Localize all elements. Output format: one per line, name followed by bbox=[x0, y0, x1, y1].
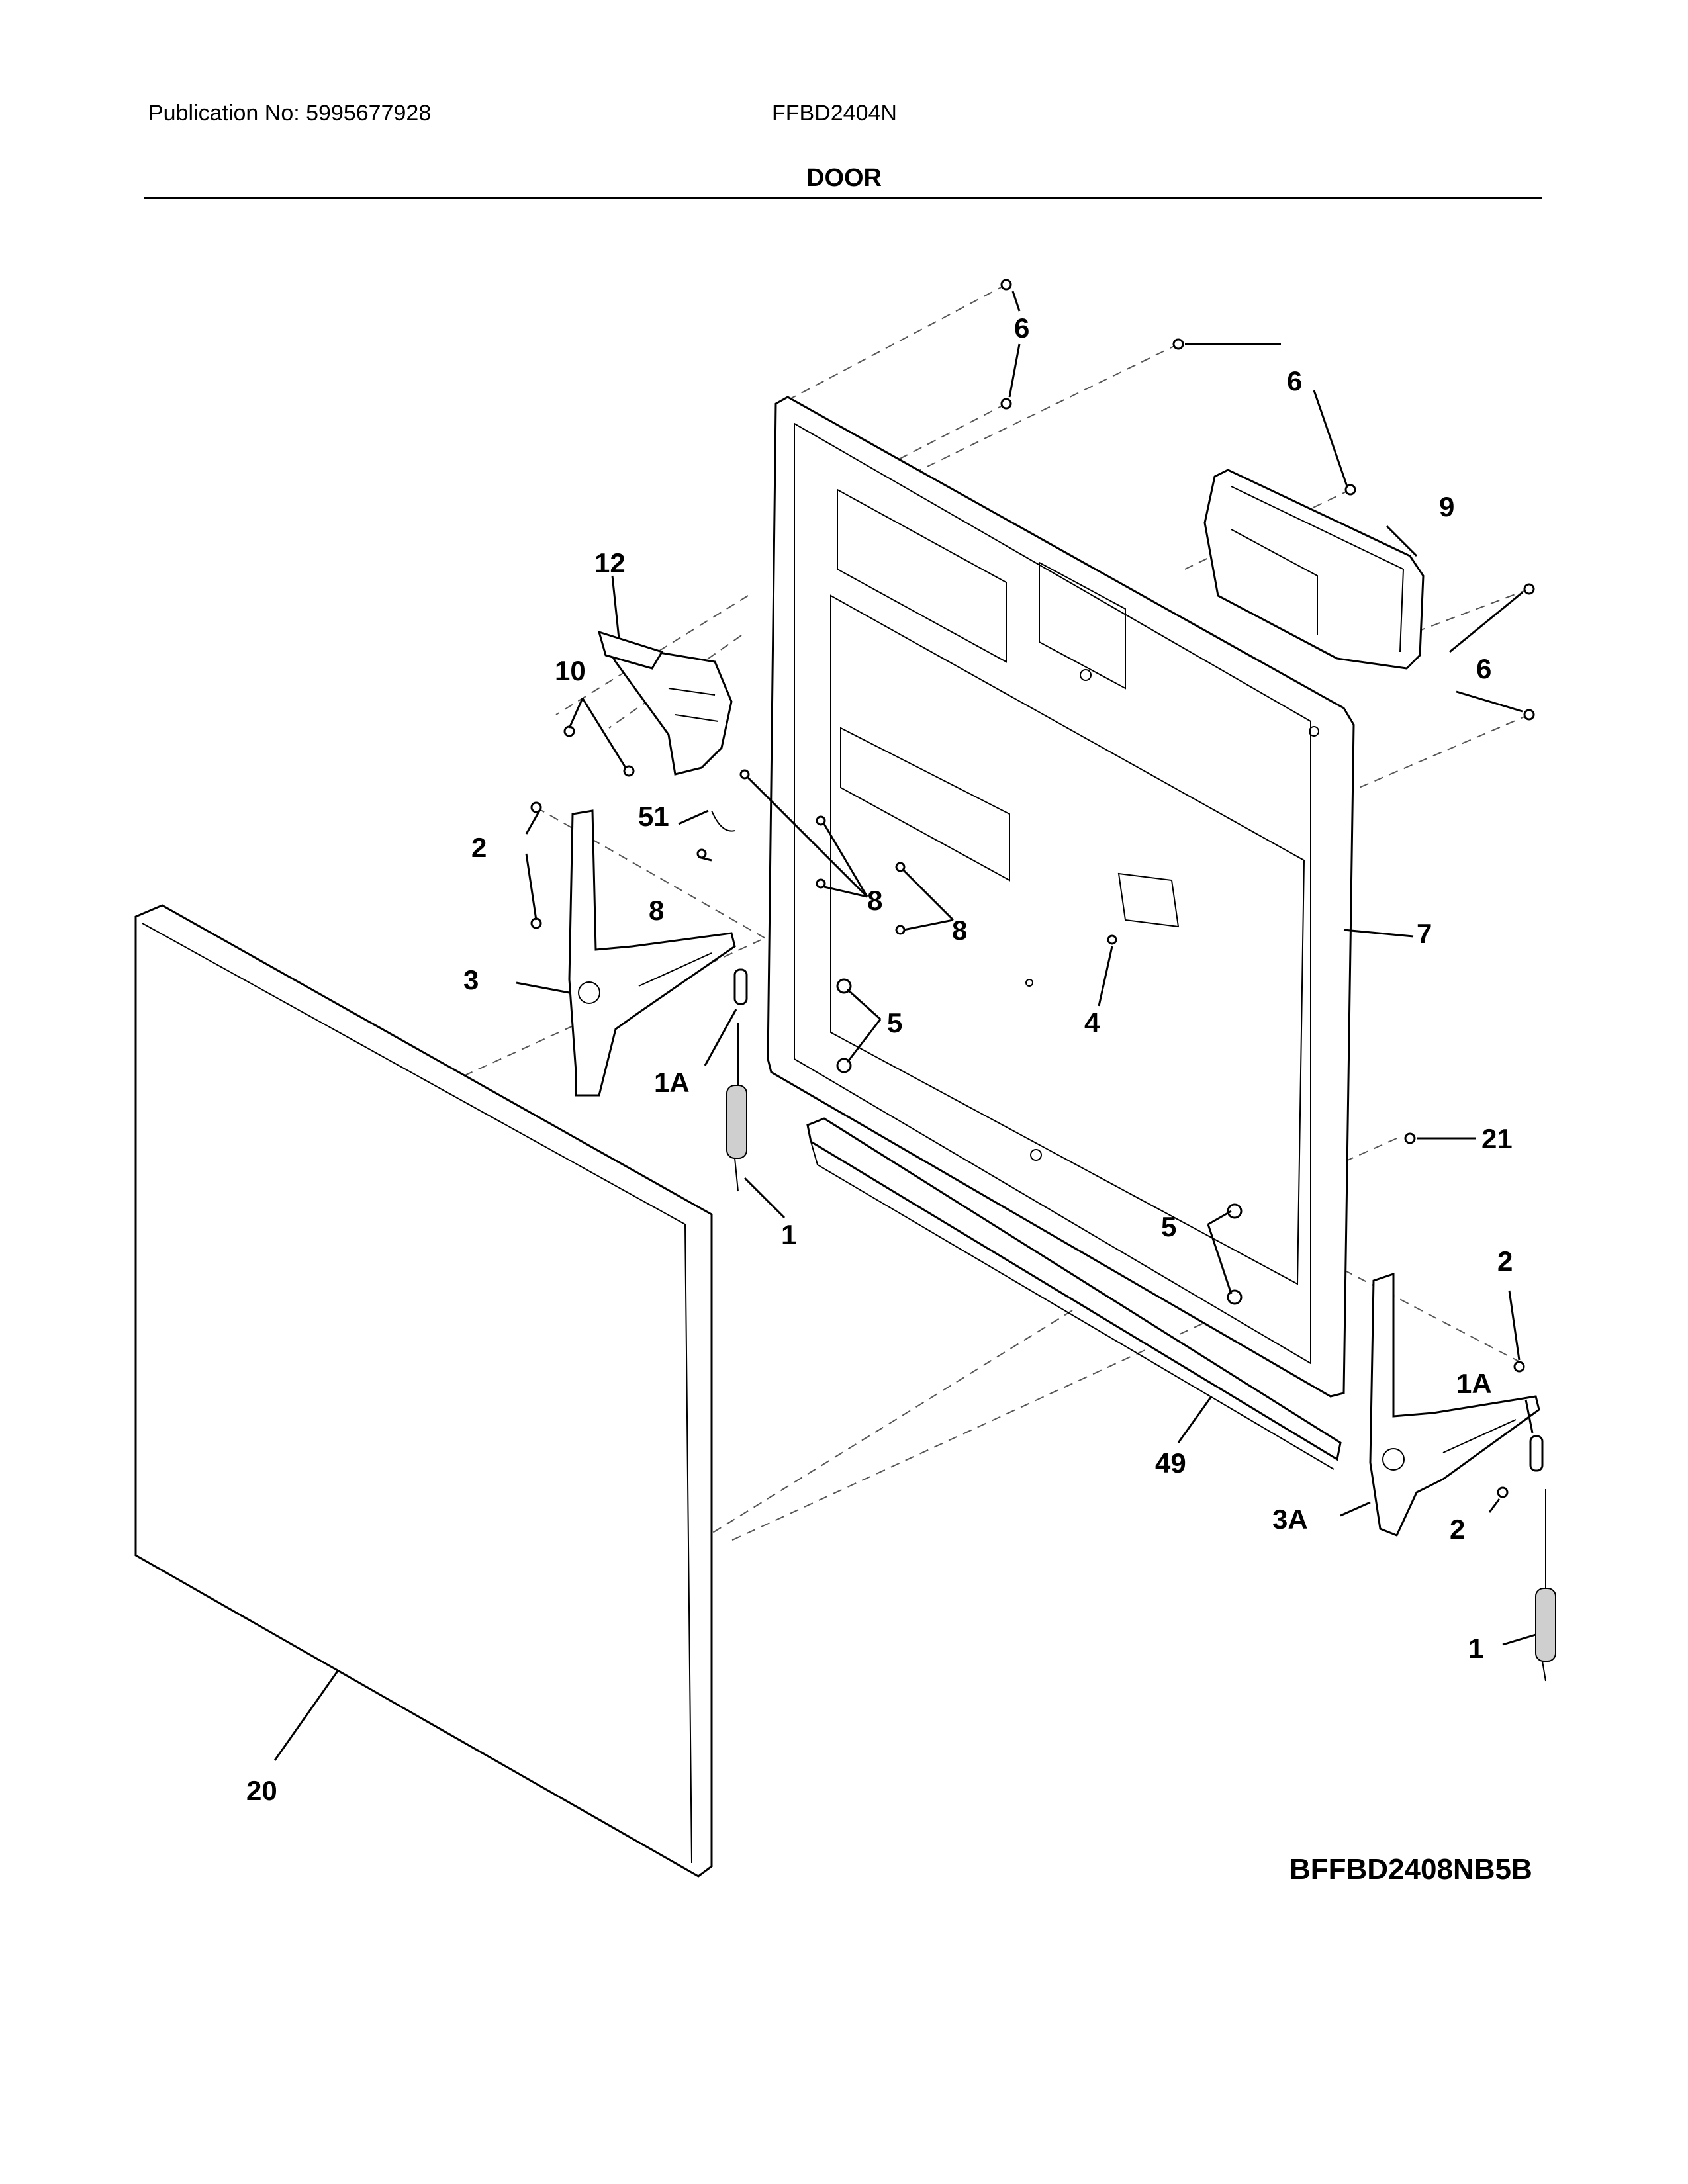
model-number: FFBD2404N bbox=[772, 101, 897, 126]
screws bbox=[530, 279, 1535, 1498]
callout-7: 7 bbox=[1417, 918, 1432, 949]
callout-8c: 8 bbox=[952, 915, 967, 946]
callout-10: 10 bbox=[555, 655, 586, 686]
callout-3A: 3A bbox=[1272, 1504, 1308, 1535]
header-rule bbox=[144, 197, 1542, 199]
callout-1A-left: 1A bbox=[654, 1067, 690, 1098]
callout-6a: 6 bbox=[1014, 312, 1029, 343]
callout-8a: 8 bbox=[649, 895, 664, 926]
leader-lines bbox=[273, 291, 1536, 1761]
callout-1A-right: 1A bbox=[1456, 1368, 1492, 1399]
hinge-arm-left bbox=[568, 809, 736, 1097]
callout-2c: 2 bbox=[1450, 1514, 1465, 1545]
control-panel bbox=[1203, 469, 1425, 670]
callout-5a: 5 bbox=[887, 1007, 902, 1038]
hinge-arm-right bbox=[1369, 1272, 1540, 1537]
callout-2b: 2 bbox=[1497, 1246, 1513, 1277]
callout-3: 3 bbox=[463, 964, 479, 995]
callout-5b: 5 bbox=[1161, 1211, 1176, 1242]
callout-4: 4 bbox=[1084, 1007, 1100, 1038]
hinge-springs bbox=[726, 968, 1556, 1682]
callout-20: 20 bbox=[246, 1775, 277, 1806]
callout-51: 51 bbox=[638, 801, 669, 832]
outer-door-panel bbox=[134, 904, 713, 1878]
callout-6b: 6 bbox=[1287, 365, 1302, 396]
section-title: DOOR bbox=[806, 164, 882, 192]
callout-labels: 6 6 6 9 12 10 51 2 8 8 8 3 1A 5 4 7 1 21… bbox=[246, 312, 1513, 1806]
door-inner-panel bbox=[767, 396, 1355, 1398]
callout-2a: 2 bbox=[471, 832, 487, 863]
callout-21: 21 bbox=[1481, 1123, 1513, 1154]
callout-12: 12 bbox=[594, 547, 626, 578]
door-latch bbox=[597, 630, 733, 776]
diagram-code: BFFBD2408NB5B bbox=[1289, 1853, 1532, 1886]
publication-number: Publication No: 5995677928 bbox=[148, 101, 432, 126]
callout-1-right: 1 bbox=[1468, 1633, 1483, 1664]
door-trim-strip bbox=[806, 1117, 1342, 1470]
callout-8b: 8 bbox=[867, 885, 882, 916]
callout-49: 49 bbox=[1155, 1447, 1186, 1479]
callout-6c: 6 bbox=[1476, 653, 1491, 684]
callout-9: 9 bbox=[1439, 491, 1454, 522]
callout-1-left: 1 bbox=[781, 1219, 796, 1250]
